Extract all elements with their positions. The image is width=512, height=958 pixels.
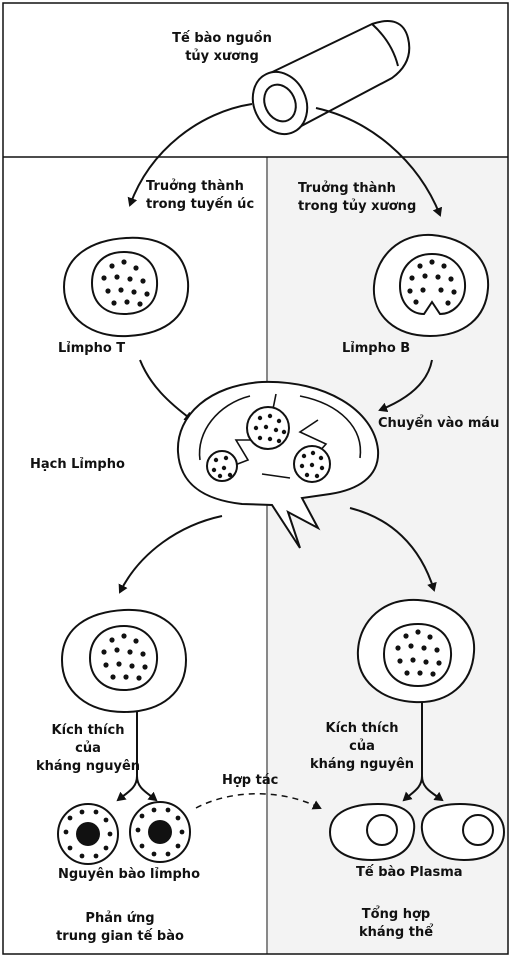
lympho-b-label: Lỉmpho B — [342, 340, 410, 358]
left-stim-line3: kháng nguyên — [36, 758, 140, 776]
source-label: Tế bào nguồn tủy xương — [172, 30, 272, 66]
cell-mediated-response-label: Phản ứng trung gian tế bào — [56, 910, 184, 946]
cooperation-label: Hợp tác — [222, 772, 278, 790]
antibody-line1: Tổng hợp — [359, 906, 433, 924]
left-stim-line1: Kích thích — [36, 722, 140, 740]
to-blood-label: Chuyển vào máu — [378, 415, 499, 433]
right-stim-line1: Kích thích — [310, 720, 414, 738]
arrow-t-to-node — [140, 360, 192, 420]
right-maturation-line1: Truởng thành — [298, 180, 416, 198]
right-maturation-line2: trong tủy xương — [298, 198, 416, 216]
t-lymphocyte-cell — [64, 238, 188, 336]
lymphoblast-cell — [58, 804, 118, 864]
left-maturation-label: Truởng thành trong tuyến úc — [146, 178, 254, 214]
plasma-cell — [330, 804, 414, 860]
lymph-node-label: Hạch Lỉmpho — [30, 456, 125, 474]
activated-t-cell — [62, 610, 186, 712]
antibody-synthesis-label: Tổng hợp kháng thể — [359, 906, 433, 942]
lympho-t-label: Lỉmpho T — [58, 340, 125, 358]
antibody-line2: kháng thể — [359, 924, 433, 942]
plasma-cell — [422, 804, 504, 860]
lymphoblast-cell — [130, 802, 190, 862]
fork-left-b — [137, 776, 156, 800]
source-label-line2: tủy xương — [172, 48, 272, 66]
arrow-node-to-left — [120, 516, 222, 592]
source-label-line1: Tế bào nguồn — [172, 30, 272, 48]
left-maturation-line2: trong tuyến úc — [146, 196, 254, 214]
activated-b-cell — [358, 600, 474, 702]
right-stim-line2: của — [310, 738, 414, 756]
fork-left-a — [118, 776, 137, 800]
left-stimulation-label: Kích thích của kháng nguyên — [36, 722, 140, 776]
left-stim-line2: của — [36, 740, 140, 758]
right-stim-line3: kháng nguyên — [310, 756, 414, 774]
cell-response-line1: Phản ứng — [56, 910, 184, 928]
right-stimulation-label: Kích thích của kháng nguyên — [310, 720, 414, 774]
right-maturation-label: Truởng thành trong tủy xương — [298, 180, 416, 216]
b-lymphocyte-cell — [374, 235, 488, 336]
plasma-cell-label: Tế bào Plasma — [356, 864, 463, 882]
lymphoblast-label: Nguyên bào lỉmpho — [58, 866, 200, 884]
left-maturation-line1: Truởng thành — [146, 178, 254, 196]
cell-response-line2: trung gian tế bào — [56, 928, 184, 946]
